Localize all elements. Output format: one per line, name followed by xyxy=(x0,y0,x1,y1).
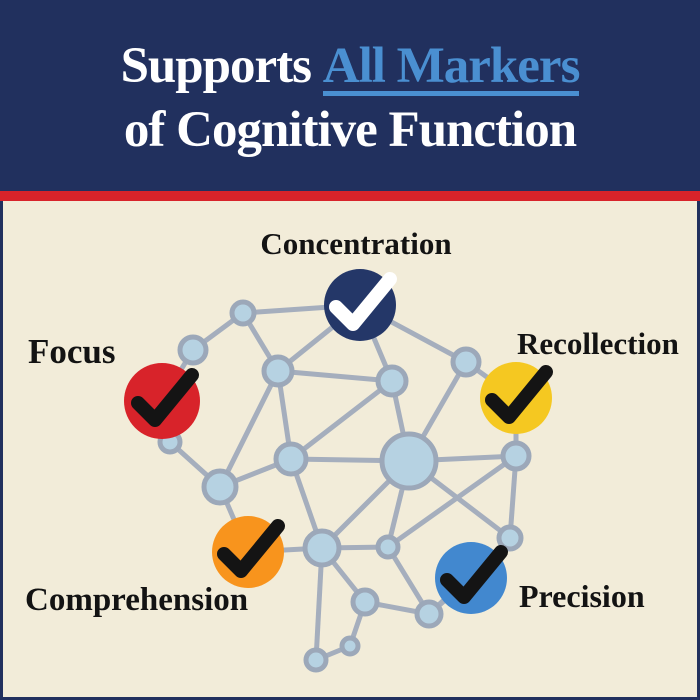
precision-label: Precision xyxy=(519,578,645,614)
check-icon xyxy=(329,272,397,331)
concentration-check-badge xyxy=(300,245,420,365)
recollection-check-badge xyxy=(456,338,576,458)
check-icon xyxy=(485,365,553,424)
check-icon xyxy=(131,368,199,427)
comprehension-check-badge xyxy=(188,492,308,612)
focus-check-badge xyxy=(102,341,222,461)
precision-check-badge xyxy=(411,518,531,638)
check-icon xyxy=(217,519,285,578)
comprehension-label: Comprehension xyxy=(25,582,249,618)
header-band: Supports All Markers of Cognitive Functi… xyxy=(0,0,700,191)
focus-label: Focus xyxy=(28,332,116,371)
title-line-2: of Cognitive Function xyxy=(123,102,577,158)
red-divider-stripe xyxy=(0,191,700,201)
concentration-label: Concentration xyxy=(260,226,452,261)
network-nodes xyxy=(157,299,532,673)
title-line-1: Supports All Markers xyxy=(121,32,580,96)
recollection-label: Recollection xyxy=(517,326,679,361)
check-icon xyxy=(440,545,508,604)
title-line1-prefix: Supports xyxy=(120,38,323,94)
title-line1-highlight: All Markers xyxy=(322,38,580,96)
